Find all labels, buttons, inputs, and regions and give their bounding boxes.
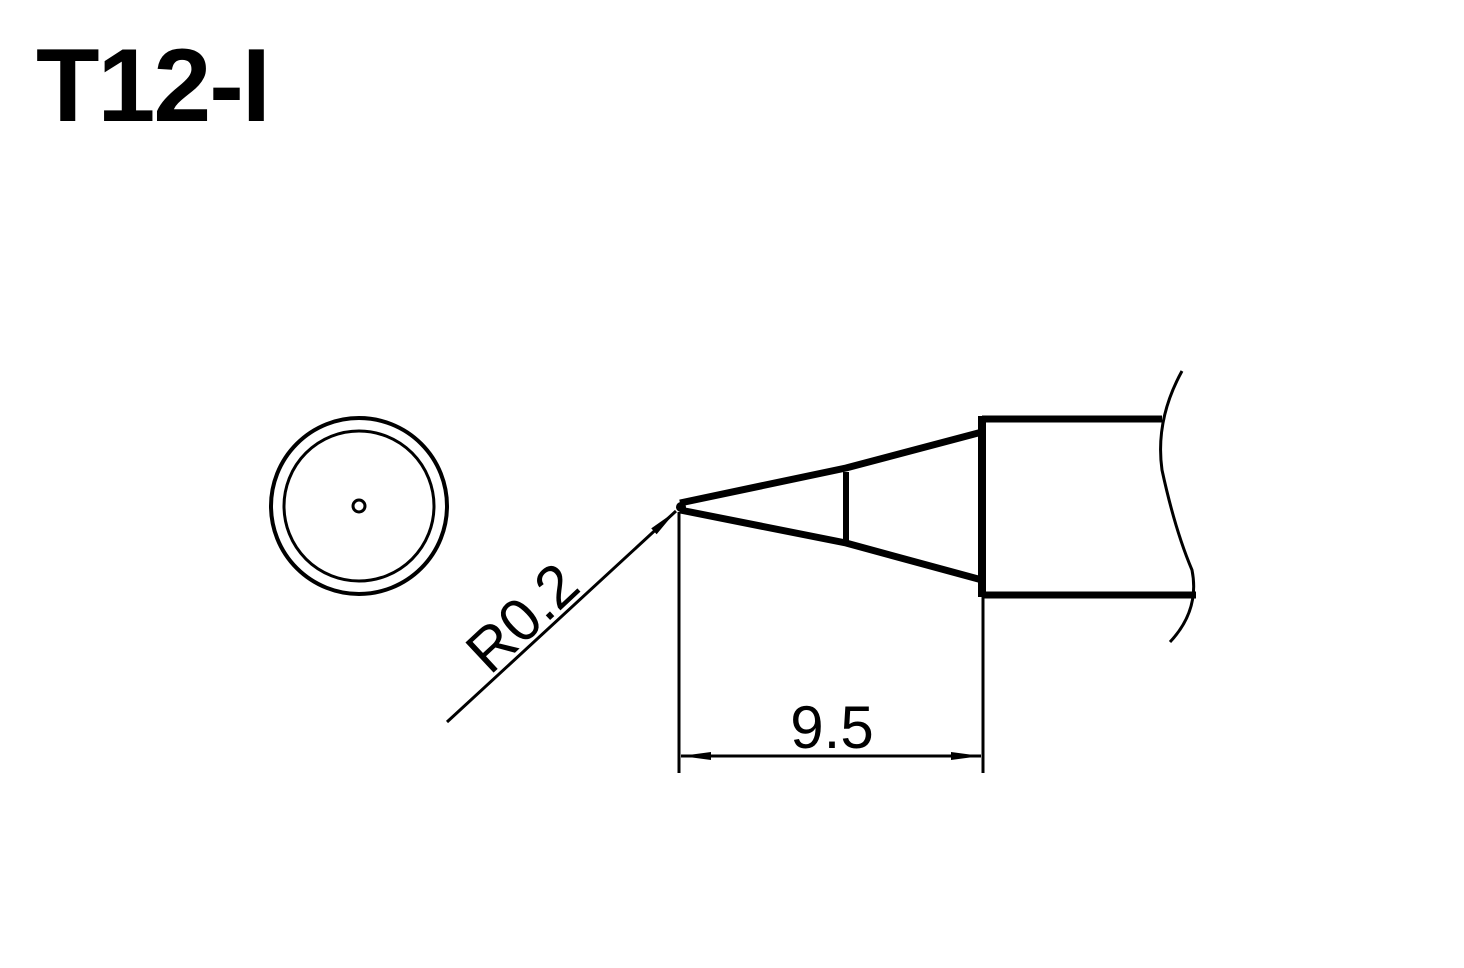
radius-leader (445, 509, 678, 724)
end-view-inner-circle (282, 429, 436, 583)
dimension-arrow-left (681, 752, 711, 760)
taper-upper (679, 428, 983, 507)
break-line (1159, 370, 1196, 644)
side-view (676, 370, 1196, 644)
end-view-outer-circle (269, 416, 449, 596)
taper-lower (679, 506, 983, 584)
drawing-title: T12-I (36, 28, 271, 144)
end-view (269, 416, 449, 596)
radius-label: R0.2 (453, 550, 591, 685)
length-label: 9.5 (790, 694, 873, 761)
length-dimension: 9.5 (677, 512, 985, 773)
end-view-tip-dot (351, 498, 367, 514)
radius-dimension: R0.2 (445, 509, 678, 724)
